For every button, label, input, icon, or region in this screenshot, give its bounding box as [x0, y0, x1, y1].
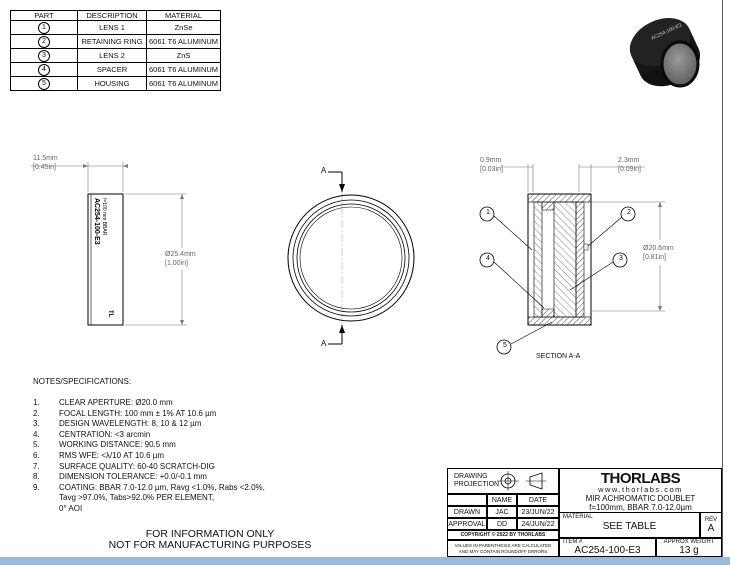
section-title: SECTION A-A [536, 353, 581, 360]
callout-3: 3 [619, 255, 623, 262]
header-part: PART [10, 10, 78, 21]
thorlabs-logo: THORLABS [600, 469, 681, 487]
note-item: 7.SURFACE QUALITY: 60-40 SCRATCH-DIG [33, 461, 215, 471]
part-material: 6061 T6 ALUMINUM [145, 34, 222, 49]
lens-3d-render: AC254-100-E3 [629, 18, 701, 88]
section-dim-left-mm: 0.9mm [480, 157, 502, 164]
header-description: DESCRIPTION [77, 10, 147, 21]
callout-2: 2 [627, 209, 631, 216]
side-length-in: [0.45in] [33, 164, 56, 171]
side-view: AC254-100-E3 f=100 mm BBAR TL [31, 162, 187, 326]
side-length-mm: 11.5mm [33, 155, 58, 162]
section-dim-left-in: [0.03in] [480, 166, 503, 173]
table-row: 1 LENS 1 ZnSe [10, 20, 222, 35]
rev-label: REV [704, 516, 718, 523]
part-number: 3 [38, 49, 50, 62]
drawn-date: 23/JUN/22 [517, 506, 559, 518]
part-material: 6061 T6 ALUMINUM [145, 76, 222, 91]
drawn-name: JAC [487, 506, 517, 518]
note-item: 2.FOCAL LENGTH: 100 mm ± 1% AT 10.6 µm [33, 408, 217, 418]
part-description: RETAINING RING [77, 34, 147, 49]
website: www.thorlabs.com [598, 484, 683, 494]
table-row: 2 RETAINING RING 6061 T6 ALUMINUM [10, 34, 222, 49]
note-item: 6.RMS WFE: <λ/10 AT 10.6 µm [33, 450, 165, 460]
projection-cell: DRAWING PROJECTION [447, 468, 559, 494]
weight-label: APPROX WEIGHT [663, 539, 715, 545]
description-line1: MIR ACHROMATIC DOUBLET [585, 493, 696, 503]
copyright: COPYRIGHT © 2022 BY THORLABS [447, 530, 559, 540]
part-description: LENS 1 [77, 20, 147, 35]
note-item: 1.CLEAR APERTURE: Ø20.0 mm [33, 398, 173, 407]
item-value: AC254-100-E3 [574, 545, 641, 556]
callout-4: 4 [486, 255, 490, 262]
section-view [479, 164, 665, 355]
svg-text:f=100 mm BBAR: f=100 mm BBAR [101, 198, 107, 236]
svg-text:AC254-100-E3: AC254-100-E3 [93, 198, 100, 245]
material-value: SEE TABLE [602, 521, 657, 532]
disclaimer: FOR INFORMATION ONLY NOT FOR MANUFACTURI… [108, 528, 312, 551]
notes-title: NOTES/SPECIFICATIONS: [33, 377, 132, 386]
values-note: VALUES IN PARENTHESIS ARE CALCULATED AND… [447, 540, 559, 557]
header-material: MATERIAL [145, 10, 222, 21]
approval-label: APPROVAL [447, 518, 487, 530]
section-dim-right-in: [0.09in] [618, 166, 641, 173]
note-item: 3.DESIGN WAVELENGTH: 8, 10 & 12 µm [33, 419, 202, 429]
note-item: 4.CENTRATION: <3 arcmin [33, 429, 151, 439]
section-marker-bottom: A [321, 339, 327, 348]
note-item: 5.WORKING DISTANCE: 90.5 mm [33, 440, 176, 450]
section-marker-top: A [321, 166, 327, 175]
note-item: Tavg >97.0%, Tabs>92.0% PER ELEMENT, [59, 493, 215, 503]
callout-5: 5 [503, 342, 507, 349]
weight-cell: APPROX WEIGHT 13 g [656, 538, 722, 557]
part-material: 6061 T6 ALUMINUM [145, 62, 222, 77]
notes-list: 1.CLEAR APERTURE: Ø20.0 mm 2.FOCAL LENGT… [33, 398, 265, 515]
part-description: SPACER [77, 62, 147, 77]
note-item: 9.COATING: BBAR 7.0-12.0 µm, Ravg <1.0%,… [33, 482, 265, 492]
table-row: 3 LENS 2 ZnS [10, 48, 222, 63]
approval-date: 24/JUN/22 [517, 518, 559, 530]
rev-cell: REV A [700, 512, 722, 538]
item-label: ITEM # [563, 539, 583, 545]
window-bottom-strip [0, 557, 730, 565]
note-item: 0° AOI [59, 503, 83, 513]
part-number: 1 [38, 21, 50, 34]
side-diameter-in: [1.00in] [165, 260, 188, 267]
company-cell: THORLABS www.thorlabs.com MIR ACHROMATIC… [559, 468, 722, 512]
front-view [287, 171, 415, 345]
part-description: LENS 2 [77, 48, 147, 63]
table-row: 5 HOUSING 6061 T6 ALUMINUM [10, 76, 222, 91]
parts-table-header: PART DESCRIPTION MATERIAL [10, 10, 222, 21]
table-row: 4 SPACER 6061 T6 ALUMINUM [10, 62, 222, 77]
name-header: NAME [487, 494, 517, 506]
date-header: DATE [517, 494, 559, 506]
part-description: HOUSING [77, 76, 147, 91]
section-dim-right-mm: 2.3mm [618, 157, 640, 164]
material-cell: MATERIAL SEE TABLE [559, 512, 700, 538]
approval-name: DD [487, 518, 517, 530]
projection-symbol-icon [497, 471, 546, 491]
drawn-label: DRAWN [447, 506, 487, 518]
part-number: 4 [38, 63, 50, 76]
description-line2: f=100mm, BBAR 7.0-12.0µm [589, 502, 692, 512]
material-label: MATERIAL [563, 514, 593, 520]
projection-label: DRAWING PROJECTION [454, 473, 500, 488]
weight-value: 13 g [679, 545, 699, 556]
part-number: 2 [38, 35, 50, 48]
note-item: 8.DIMENSION TOLERANCE: +0.0/-0.1 mm [33, 472, 207, 482]
item-cell: ITEM # AC254-100-E3 [559, 538, 656, 557]
part-material: ZnSe [145, 20, 222, 35]
rev-value: A [707, 522, 715, 534]
parts-table: PART DESCRIPTION MATERIAL 1 LENS 1 ZnSe … [10, 10, 222, 91]
svg-text:TL: TL [107, 310, 113, 318]
callout-1: 1 [486, 209, 490, 216]
side-diameter-mm: Ø25.4mm [165, 251, 196, 258]
section-diameter-mm: Ø20.6mm [643, 245, 674, 252]
part-material: ZnS [145, 48, 222, 63]
part-number: 5 [38, 77, 50, 90]
section-diameter-in: [0.81in] [643, 254, 666, 261]
